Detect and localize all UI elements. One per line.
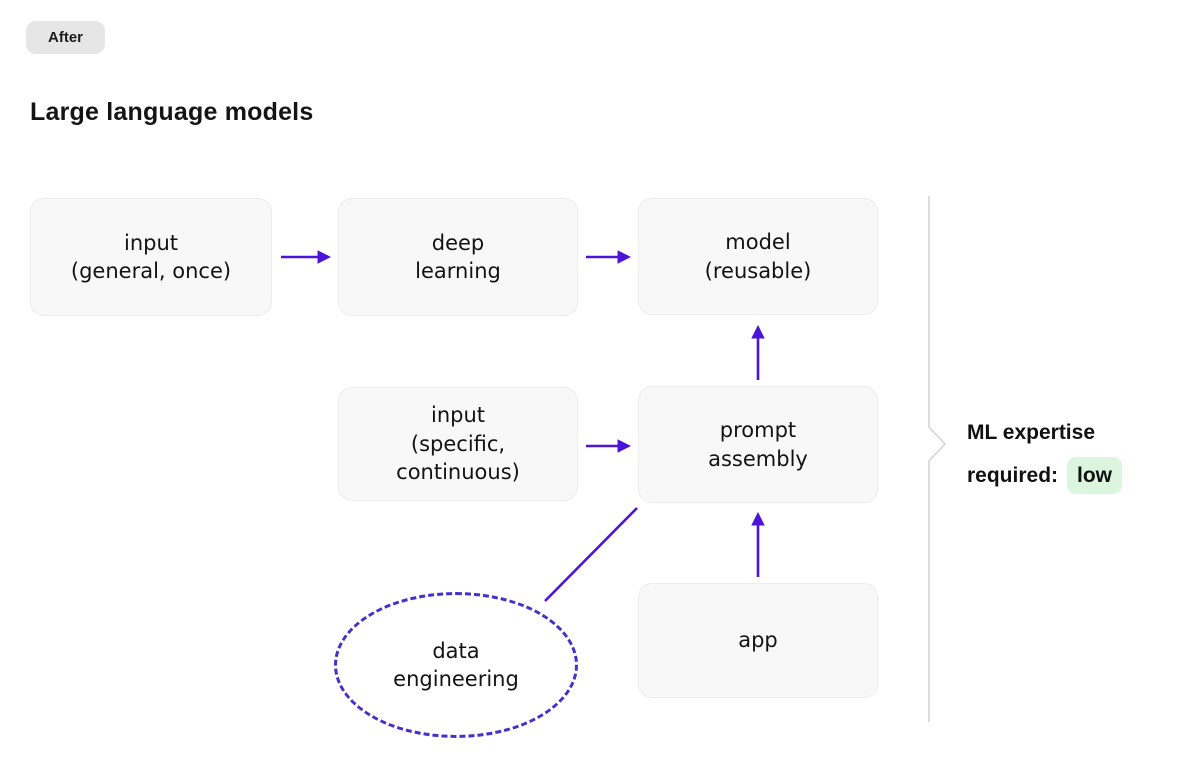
- after-badge: After: [26, 21, 106, 54]
- page-title: Large language models: [30, 98, 314, 126]
- low-highlight-badge: low: [1067, 457, 1123, 494]
- node-prompt-assembly: prompt assembly: [638, 386, 878, 503]
- ml-expertise-annotation: ML expertise required: low: [967, 422, 1182, 494]
- node-input-specific: input (specific, continuous): [338, 387, 578, 501]
- line-data-engineering-to-prompt-assembly: [544, 507, 638, 602]
- node-app: app: [638, 583, 878, 698]
- annotation-line2-label: required:: [967, 464, 1059, 487]
- node-data-engineering: data engineering: [334, 592, 578, 738]
- annotation-line1: ML expertise: [967, 421, 1095, 444]
- node-input-general: input (general, once): [30, 198, 272, 316]
- node-model-reusable: model (reusable): [638, 198, 878, 315]
- node-deep-learning: deep learning: [338, 198, 578, 316]
- bracket-line: [928, 196, 947, 722]
